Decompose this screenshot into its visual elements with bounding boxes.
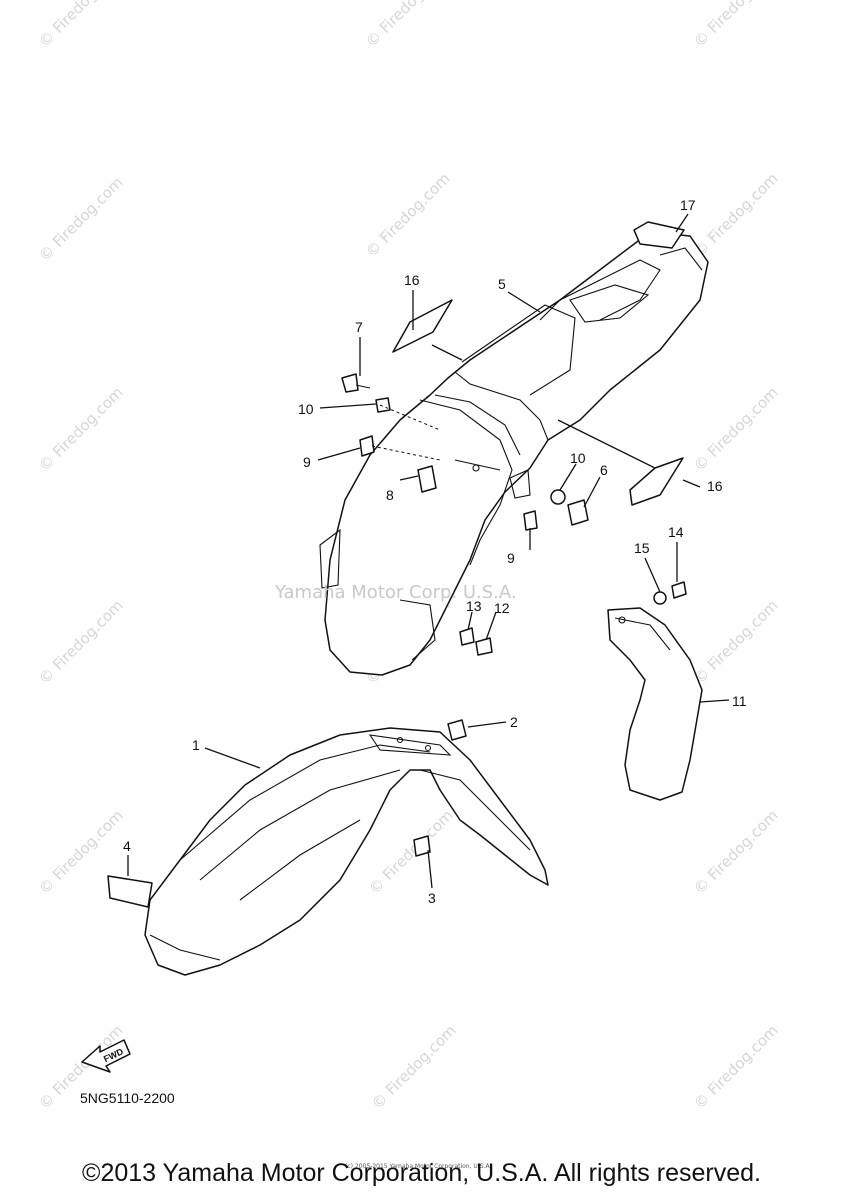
callout-9-left: 9 [303,454,311,470]
watermark-tile: © Firedog.com [690,596,782,688]
callout-7: 7 [355,319,363,335]
watermark-tile: © Firedog.com [690,169,782,261]
nut-12 [475,637,493,656]
callout-10-left: 10 [298,401,314,417]
hardware [341,373,687,857]
callout-11: 11 [732,693,747,709]
callout-6: 6 [600,462,608,478]
watermark-tile: © Firedog.com [362,169,454,261]
watermark-tile: © Firedog.com [35,0,127,51]
callout-16-right: 16 [707,478,723,494]
watermark-tile: © Firedog.com [690,806,782,898]
callout-15: 15 [634,540,650,556]
callout-8: 8 [386,487,394,503]
footer-copyright: ©2013 Yamaha Motor Corporation, U.S.A. A… [82,1159,761,1187]
decal-16-right [629,457,684,506]
callout-5: 5 [498,276,506,292]
callout-1: 1 [192,737,200,753]
rear-fender [319,231,709,676]
watermark-tile: © Firedog.com [690,1021,782,1113]
watermark-tile: © Firedog.com [362,0,454,51]
callouts: 1 2 3 4 5 6 7 8 9 9 10 10 11 12 13 14 15… [123,197,747,906]
washer-10-right [550,489,566,505]
callout-10-right: 10 [570,450,586,466]
callout-12: 12 [494,600,510,616]
decal-16-left [392,299,453,353]
center-watermark: Yamaha Motor Corp. U.S.A. [275,582,517,603]
collar-8 [417,465,437,493]
small-copyright: (c) 2005-2015 Yamaha Motor Corporation, … [345,1163,492,1170]
watermark-tile: © Firedog.com [690,383,782,475]
clip-9-right [523,510,538,531]
grommet-10-left [375,397,391,413]
decal-4 [107,875,153,908]
decal-17 [633,221,685,249]
clip-9-left [359,435,375,457]
washer-15 [653,591,667,605]
screw-14 [671,581,687,599]
callout-3: 3 [428,890,436,906]
watermark-tile: © Firedog.com [35,173,127,265]
nut-13 [459,627,475,646]
front-fender [144,727,549,976]
watermark-tile: © Firedog.com [365,806,457,898]
fastener-2 [447,719,467,741]
fastener-3 [413,835,431,857]
watermark-tile: © Firedog.com [35,596,127,688]
bolt-7 [341,373,359,393]
callout-13: 13 [466,598,482,614]
watermark-tile: © Firedog.com [368,1021,460,1113]
leader-lines [127,213,730,889]
callout-9-right: 9 [507,550,515,566]
mud-flap-11 [607,607,703,801]
bolt-6 [567,499,589,526]
fwd-arrow-icon: FWD [81,1039,131,1073]
watermark-tile: © Firedog.com [35,383,127,475]
callout-4: 4 [123,838,131,854]
callout-14: 14 [668,524,684,540]
part-code: 5NG5110-2200 [80,1090,175,1106]
callout-2: 2 [510,714,518,730]
watermark-tile: © Firedog.com [690,0,782,51]
callout-16-left: 16 [404,272,420,288]
callout-17: 17 [680,197,696,213]
